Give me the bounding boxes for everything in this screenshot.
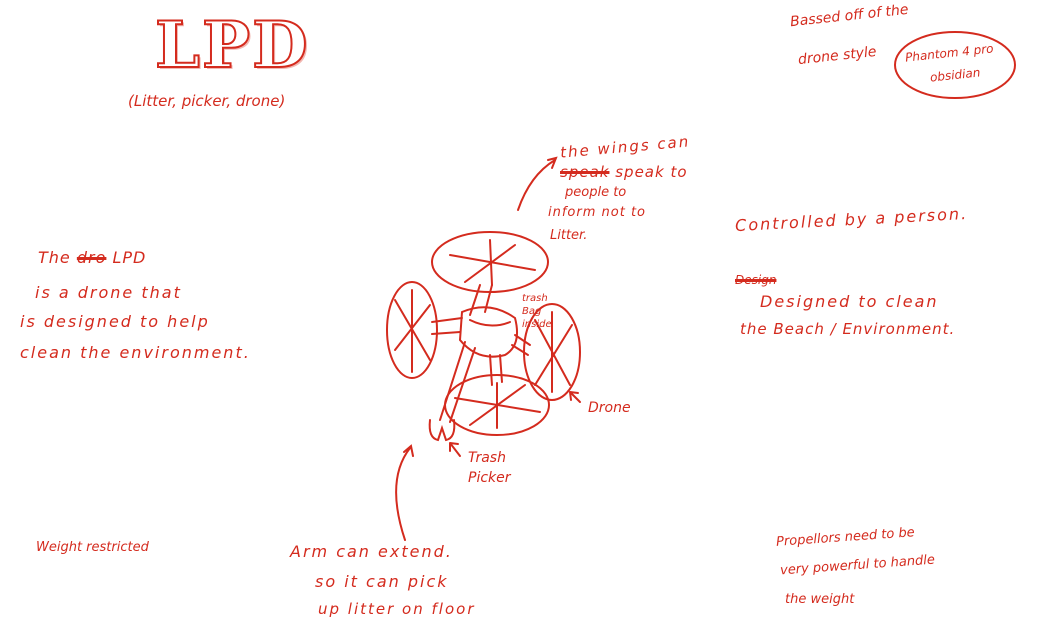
model-circle [895, 32, 1015, 98]
propellers-note-line3: the weight [785, 592, 854, 608]
designed-line2: the Beach / Environment. [740, 320, 955, 339]
wings-note-struck: speak [560, 163, 609, 181]
trash-bag-label: trash Bag inside [522, 292, 552, 331]
arm-pointer-arrow [396, 446, 413, 540]
arm-note-line3: up litter on floor [318, 600, 475, 619]
wings-note-line5: Litter. [550, 228, 587, 244]
description-line2: is a drone that [35, 283, 182, 303]
arm-note-line1: Arm can extend. [290, 542, 453, 562]
description-line1: The dro LPD [38, 248, 146, 268]
drone-label: Drone [588, 400, 631, 418]
drone-arm-bottom [490, 355, 502, 385]
title-lpd: LPD [155, 8, 310, 83]
propeller-left [395, 290, 430, 372]
wings-note-line2-rest: speak to [615, 163, 687, 181]
description-line3: is designed to help [20, 312, 210, 332]
description-line4: clean the environment. [20, 343, 251, 363]
trash-picker-label: Trash Picker [468, 448, 511, 489]
drone-arm-top [470, 285, 492, 315]
arm-note-line2: so it can pick [315, 572, 449, 592]
trash-picker-arrow [450, 443, 460, 456]
designed-line1: Designed to clean [760, 292, 939, 312]
subtitle: (Litter, picker, drone) [128, 92, 285, 111]
propeller-bottom [455, 383, 540, 428]
weight-note: Weight restricted [36, 540, 149, 556]
picker-claw [430, 420, 455, 440]
wings-note-line2: speak speak to [560, 163, 688, 182]
wings-note-line3: people to [565, 185, 626, 201]
propeller-top [450, 240, 535, 285]
drone-body [460, 307, 517, 356]
drone-arrow [570, 392, 580, 402]
wings-pointer-arrow [518, 158, 556, 210]
designed-struck: Design [735, 273, 776, 288]
wings-note-line4: inform not to [548, 205, 646, 221]
